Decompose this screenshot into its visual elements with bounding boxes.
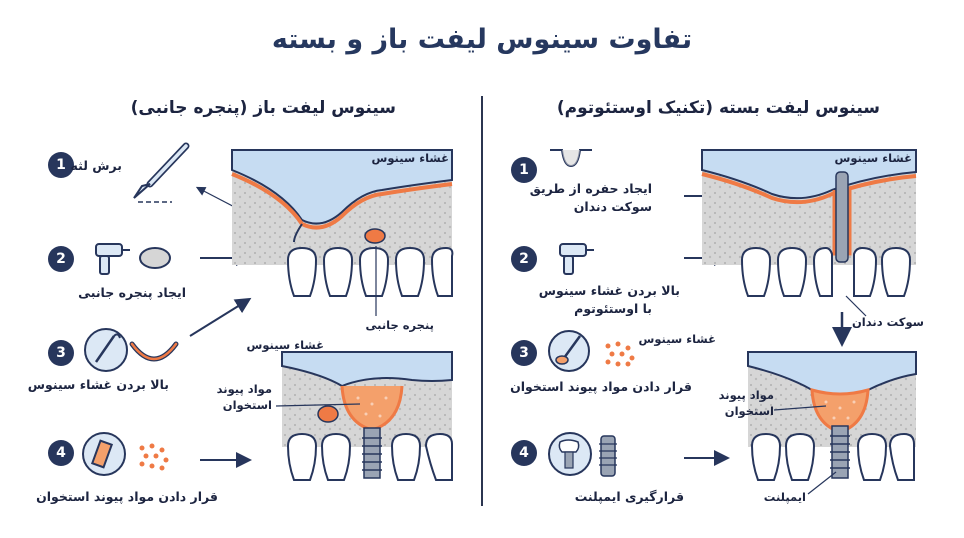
- closed-membrane-label: غشاء سینوس: [834, 151, 912, 165]
- open-step-4-label: قرار دادن مواد پیوند استخوان: [36, 489, 218, 504]
- closed-step-3-badge: 3: [511, 340, 537, 366]
- open-step-2-badge: 2: [48, 246, 74, 272]
- closed-step-3-label-2: قرار دادن مواد پیوند استخوان: [510, 379, 692, 394]
- closed-step-1-label-1: ایجاد حفره از طریق: [529, 181, 652, 196]
- closed-lift-heading: سینوس لیفت بسته (تکنیک اوستئوتوم): [556, 98, 880, 118]
- scalpel-icon: [133, 142, 190, 203]
- closed-graft-particles-icon: [605, 341, 635, 367]
- elevator-tool-icon: [84, 328, 128, 372]
- closed-step-1-badge: 1: [511, 157, 537, 183]
- drill-icon: [95, 243, 130, 275]
- closed-step-2-label-1: بالا بردن غشاء سینوس: [538, 283, 680, 298]
- open-membrane-bottom-label: غشاء سینوس: [246, 338, 324, 352]
- bone-window-disc-icon: [139, 247, 171, 269]
- closed-step-1-label-2: سوکت دندان: [573, 199, 652, 214]
- open-graft-label-1: مواد پیوند: [216, 382, 272, 396]
- open-window-label: پنجره جانبی: [365, 318, 434, 332]
- open-step-1-label: برش لثه: [70, 158, 122, 173]
- open-step-3-badge: 3: [48, 340, 74, 366]
- open-step-2-label: ایجاد پنجره جانبی: [78, 285, 186, 300]
- closed-graft-label-2: استخوان: [724, 404, 774, 418]
- graft-particles-icon: [139, 443, 169, 471]
- lifted-membrane-icon: [129, 341, 179, 362]
- open-step-4-badge: 4: [48, 440, 74, 466]
- elevator-tool-detail-icon: [94, 333, 121, 363]
- open-lift-heading: سینوس لیفت باز (پنجره جانبی): [130, 98, 396, 118]
- closed-step-3-label-1: غشاء سینوس: [638, 332, 716, 346]
- closed-step-2-label-2: با اوستئوتوم: [574, 301, 652, 316]
- closed-socket-label: سوکت دندان: [851, 315, 924, 329]
- closed-implant-label: ایمپلنت: [763, 490, 806, 504]
- column-divider: [481, 96, 483, 506]
- open-graft-label-2: استخوان: [222, 398, 272, 412]
- graft-syringe-detail-icon: [90, 439, 114, 469]
- closed-step-4-badge: 4: [511, 440, 537, 466]
- osteotome-drill-icon: [559, 243, 594, 275]
- graft-spoon-detail-icon: [555, 335, 582, 365]
- open-step-3-label: بالا بردن غشاء سینوس: [27, 377, 169, 392]
- closed-graft-label-1: مواد پیوند: [718, 388, 774, 402]
- socket-icon: [550, 149, 592, 168]
- open-step-1-badge: 1: [48, 152, 74, 178]
- page-title: تفاوت سینوس لیفت باز و بسته: [271, 24, 693, 55]
- implant-tooth-detail-icon: [558, 439, 580, 469]
- open-lift-diagram-top: [231, 149, 454, 297]
- closed-lift-diagram-top: [701, 149, 917, 297]
- closed-step-2-badge: 2: [511, 246, 537, 272]
- implant-screw-icon: [599, 435, 617, 477]
- open-membrane-label: غشاء سینوس: [371, 151, 449, 165]
- open-lift-diagram-bottom: [281, 351, 453, 481]
- closed-lift-diagram-bottom: [747, 351, 917, 481]
- closed-step-4-label: قرارگیری ایمپلنت: [574, 489, 684, 504]
